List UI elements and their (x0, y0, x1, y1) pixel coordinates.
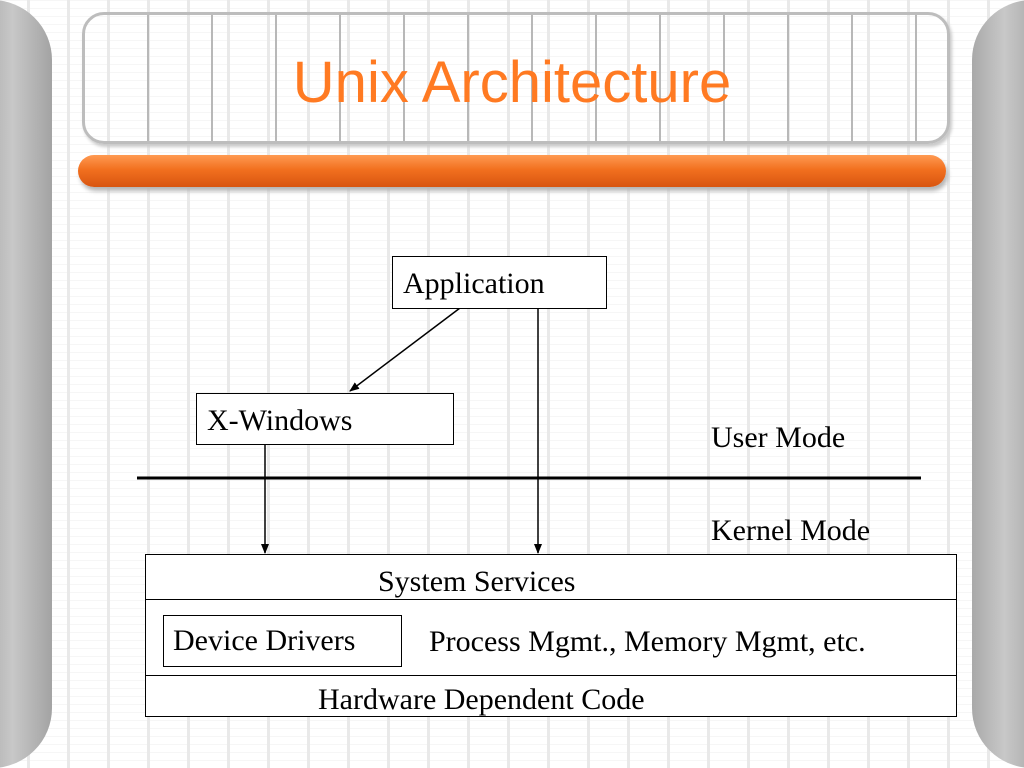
arrow-application-to-xwindows (349, 307, 461, 392)
right-decorative-bar (972, 0, 1024, 768)
process-memory-label: Process Mgmt., Memory Mgmt, etc. (429, 625, 866, 658)
row-divider (146, 599, 956, 600)
system-services-label: System Services (378, 565, 576, 598)
user-mode-label: User Mode (711, 421, 846, 454)
accent-bar (78, 155, 946, 187)
x-windows-box: X-Windows (196, 393, 454, 445)
application-label: Application (403, 267, 545, 300)
kernel-stack: System Services Device Drivers Process M… (145, 554, 957, 717)
row-divider (146, 675, 956, 676)
device-drivers-label: Device Drivers (173, 624, 356, 657)
slide-title: Unix Architecture (292, 50, 732, 115)
application-box: Application (392, 256, 607, 309)
kernel-mode-label: Kernel Mode (711, 514, 871, 547)
hardware-code-label: Hardware Dependent Code (318, 683, 645, 716)
left-decorative-bar (0, 0, 52, 768)
device-drivers-box: Device Drivers (163, 615, 402, 667)
title-frame (82, 12, 950, 144)
x-windows-label: X-Windows (207, 404, 353, 437)
